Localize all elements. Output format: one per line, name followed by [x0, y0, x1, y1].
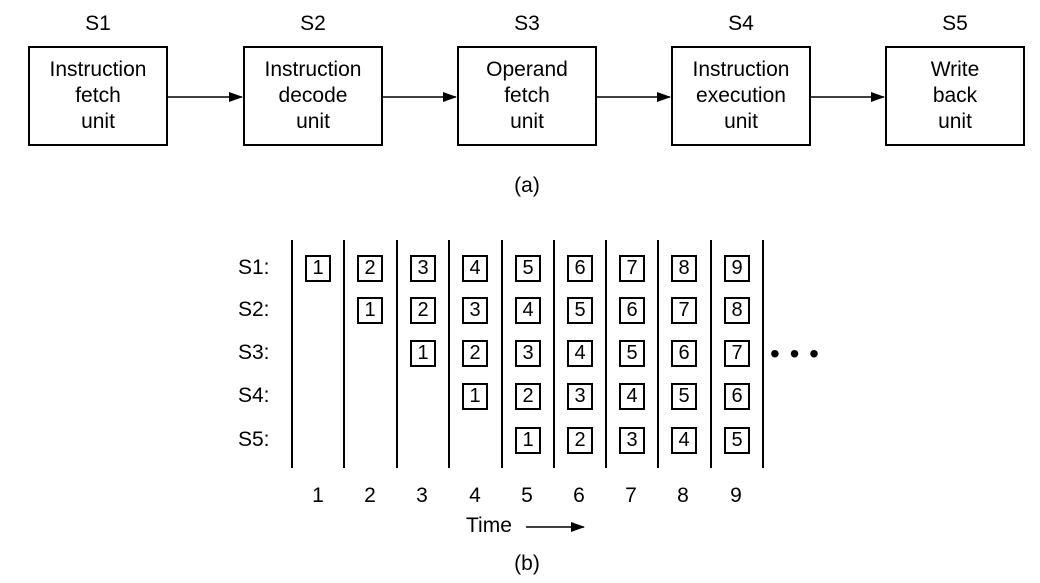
time-tick: 3: [416, 484, 428, 507]
row-label-s2: S2:: [238, 298, 270, 321]
instruction-cell: 4: [515, 297, 541, 324]
instruction-cell: 6: [567, 255, 593, 282]
stage-line: Instruction: [692, 58, 790, 81]
stage-line: Operand: [486, 58, 568, 81]
instruction-cell: 5: [515, 255, 541, 282]
stage-tag-s2: S2: [300, 12, 326, 35]
instruction-fetch-unit: Instruction fetch unit: [28, 46, 168, 146]
instruction-cell: 4: [619, 383, 645, 410]
instruction-cell: 1: [357, 297, 383, 324]
stage-line: unit: [938, 110, 972, 133]
stage-line: unit: [724, 110, 758, 133]
instruction-cell: 4: [567, 340, 593, 367]
time-tick: 2: [364, 484, 376, 507]
stage-line: unit: [81, 110, 115, 133]
continuation-ellipsis: • • •: [770, 338, 820, 369]
instruction-cell: 5: [671, 383, 697, 410]
caption-b: (b): [514, 552, 540, 575]
instruction-cell: 9: [724, 255, 750, 282]
instruction-cell: 2: [357, 255, 383, 282]
time-tick: 9: [730, 484, 742, 507]
row-label-s3: S3:: [238, 341, 270, 364]
instruction-cell: 8: [724, 297, 750, 324]
stage-line: fetch: [75, 84, 121, 107]
instruction-cell: 4: [671, 427, 697, 454]
stage-tag-s5: S5: [942, 12, 968, 35]
instruction-cell: 2: [567, 427, 593, 454]
instruction-cell: 1: [305, 255, 331, 282]
instruction-cell: 1: [462, 383, 488, 410]
instruction-cell: 3: [515, 340, 541, 367]
instruction-cell: 5: [724, 427, 750, 454]
stage-tag-s3: S3: [514, 12, 540, 35]
instruction-cell: 5: [619, 340, 645, 367]
row-label-s5: S5:: [238, 428, 270, 451]
stage-line: Instruction: [49, 58, 147, 81]
instruction-cell: 2: [515, 383, 541, 410]
instruction-cell: 4: [462, 255, 488, 282]
instruction-cell: 5: [567, 297, 593, 324]
time-tick: 8: [677, 484, 689, 507]
stage-line: fetch: [504, 84, 550, 107]
stage-line: unit: [296, 110, 330, 133]
time-tick: 7: [625, 484, 637, 507]
instruction-execution-unit: Instruction execution unit: [671, 46, 811, 146]
instruction-cell: 2: [410, 297, 436, 324]
instruction-cell: 8: [671, 255, 697, 282]
instruction-cell: 6: [619, 297, 645, 324]
instruction-cell: 3: [619, 427, 645, 454]
instruction-cell: 3: [410, 255, 436, 282]
write-back-unit: Write back unit: [885, 46, 1025, 146]
instruction-cell: 7: [619, 255, 645, 282]
instruction-cell: 1: [410, 340, 436, 367]
stage-line: back: [932, 84, 978, 107]
time-tick: 5: [521, 484, 533, 507]
stage-line: decode: [278, 84, 348, 107]
instruction-cell: 7: [671, 297, 697, 324]
instruction-cell: 6: [671, 340, 697, 367]
instruction-cell: 1: [515, 427, 541, 454]
instruction-cell: 3: [567, 383, 593, 410]
stage-line: Write: [930, 58, 980, 81]
caption-a: (a): [514, 174, 540, 197]
instruction-cell: 2: [462, 340, 488, 367]
time-tick: 6: [573, 484, 585, 507]
instruction-cell: 7: [724, 340, 750, 367]
row-label-s4: S4:: [238, 384, 270, 407]
stage-tag-s1: S1: [85, 12, 111, 35]
stage-line: execution: [696, 84, 786, 107]
stage-line: unit: [510, 110, 544, 133]
time-axis-label: Time: [466, 514, 512, 537]
stage-tag-s4: S4: [728, 12, 754, 35]
operand-fetch-unit: Operand fetch unit: [457, 46, 597, 146]
instruction-cell: 3: [462, 297, 488, 324]
time-tick: 4: [469, 484, 481, 507]
instruction-cell: 6: [724, 383, 750, 410]
instruction-decode-unit: Instruction decode unit: [243, 46, 383, 146]
stage-line: Instruction: [264, 58, 362, 81]
row-label-s1: S1:: [238, 256, 270, 279]
time-tick: 1: [312, 484, 324, 507]
